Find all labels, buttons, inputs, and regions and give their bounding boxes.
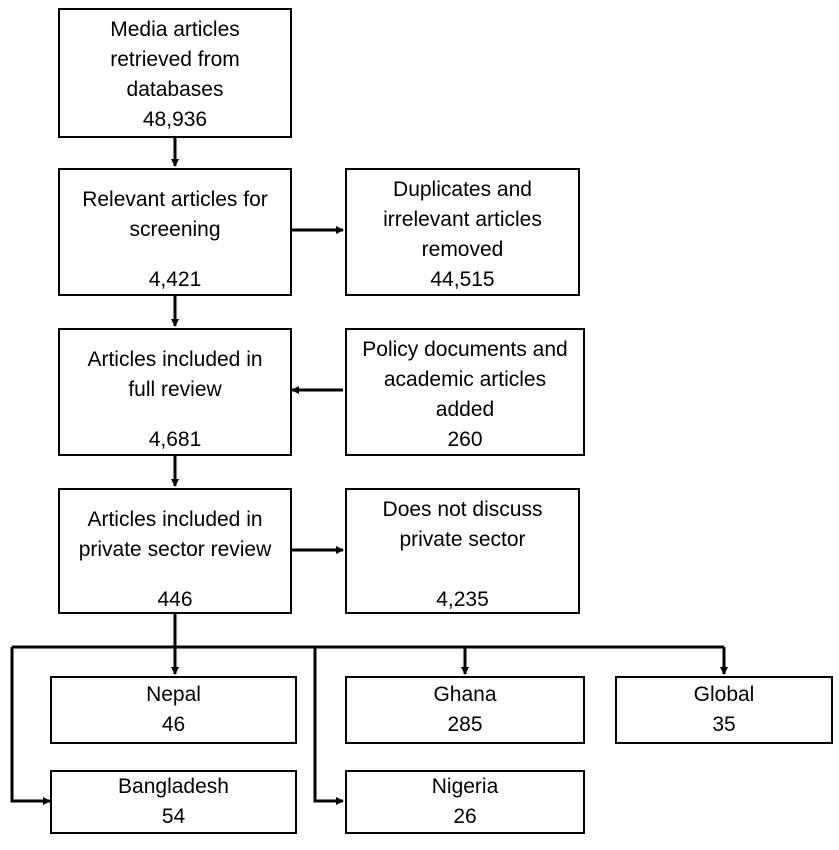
arrow-to-nigeria	[313, 647, 344, 805]
arrow-to-bangladesh	[10, 647, 51, 805]
box-nepal-count: 46	[161, 713, 186, 736]
box-screening-label: Relevant articles for screening	[82, 188, 268, 241]
box-nigeria-count: 26	[453, 805, 477, 828]
box-bangladesh: Bangladesh 54	[50, 770, 297, 834]
box-bangladesh-label: Bangladesh	[118, 775, 229, 798]
box-private-label: Articles included in private sector revi…	[78, 508, 272, 561]
box-nepal: Nepal 46	[50, 676, 297, 744]
box-nigeria: Nigeria 26	[345, 770, 585, 834]
box-nepal-label: Nepal	[146, 683, 201, 706]
box-added: Policy documents and academic articles a…	[345, 328, 585, 456]
box-ghana-count: 285	[447, 713, 483, 736]
box-global: Global 35	[615, 676, 833, 744]
box-global-label: Global	[693, 683, 755, 706]
box-full-review-label: Articles included in full review	[87, 348, 263, 401]
box-added-count: 260	[447, 428, 483, 451]
box-private-count: 446	[157, 588, 193, 611]
box-retrieved-label: Media articles retrieved from databases	[110, 18, 240, 101]
box-retrieved: Media articles retrieved from databases …	[58, 8, 292, 138]
box-private: Articles included in private sector revi…	[58, 488, 292, 614]
box-added-label: Policy documents and academic articles a…	[362, 338, 568, 421]
box-global-count: 35	[712, 713, 736, 736]
box-ghana-label: Ghana	[433, 683, 497, 706]
box-not-private-count: 4,235	[436, 588, 489, 611]
box-full-review-count: 4,681	[148, 428, 202, 451]
box-nigeria-label: Nigeria	[431, 775, 499, 798]
box-full-review: Articles included in full review 4,681	[58, 328, 292, 456]
box-not-private-label: Does not discuss private sector	[382, 498, 543, 551]
box-screening: Relevant articles for screening 4,421	[58, 168, 292, 296]
box-screening-count: 4,421	[148, 268, 202, 291]
box-removed-label: Duplicates and irrelevant articles remov…	[383, 178, 542, 261]
box-removed: Duplicates and irrelevant articles remov…	[345, 168, 580, 296]
box-ghana: Ghana 285	[345, 676, 585, 744]
box-not-private: Does not discuss private sector 4,235	[345, 488, 580, 614]
box-removed-count: 44,515	[430, 268, 495, 291]
box-retrieved-count: 48,936	[142, 108, 208, 131]
box-bangladesh-count: 54	[161, 805, 186, 828]
